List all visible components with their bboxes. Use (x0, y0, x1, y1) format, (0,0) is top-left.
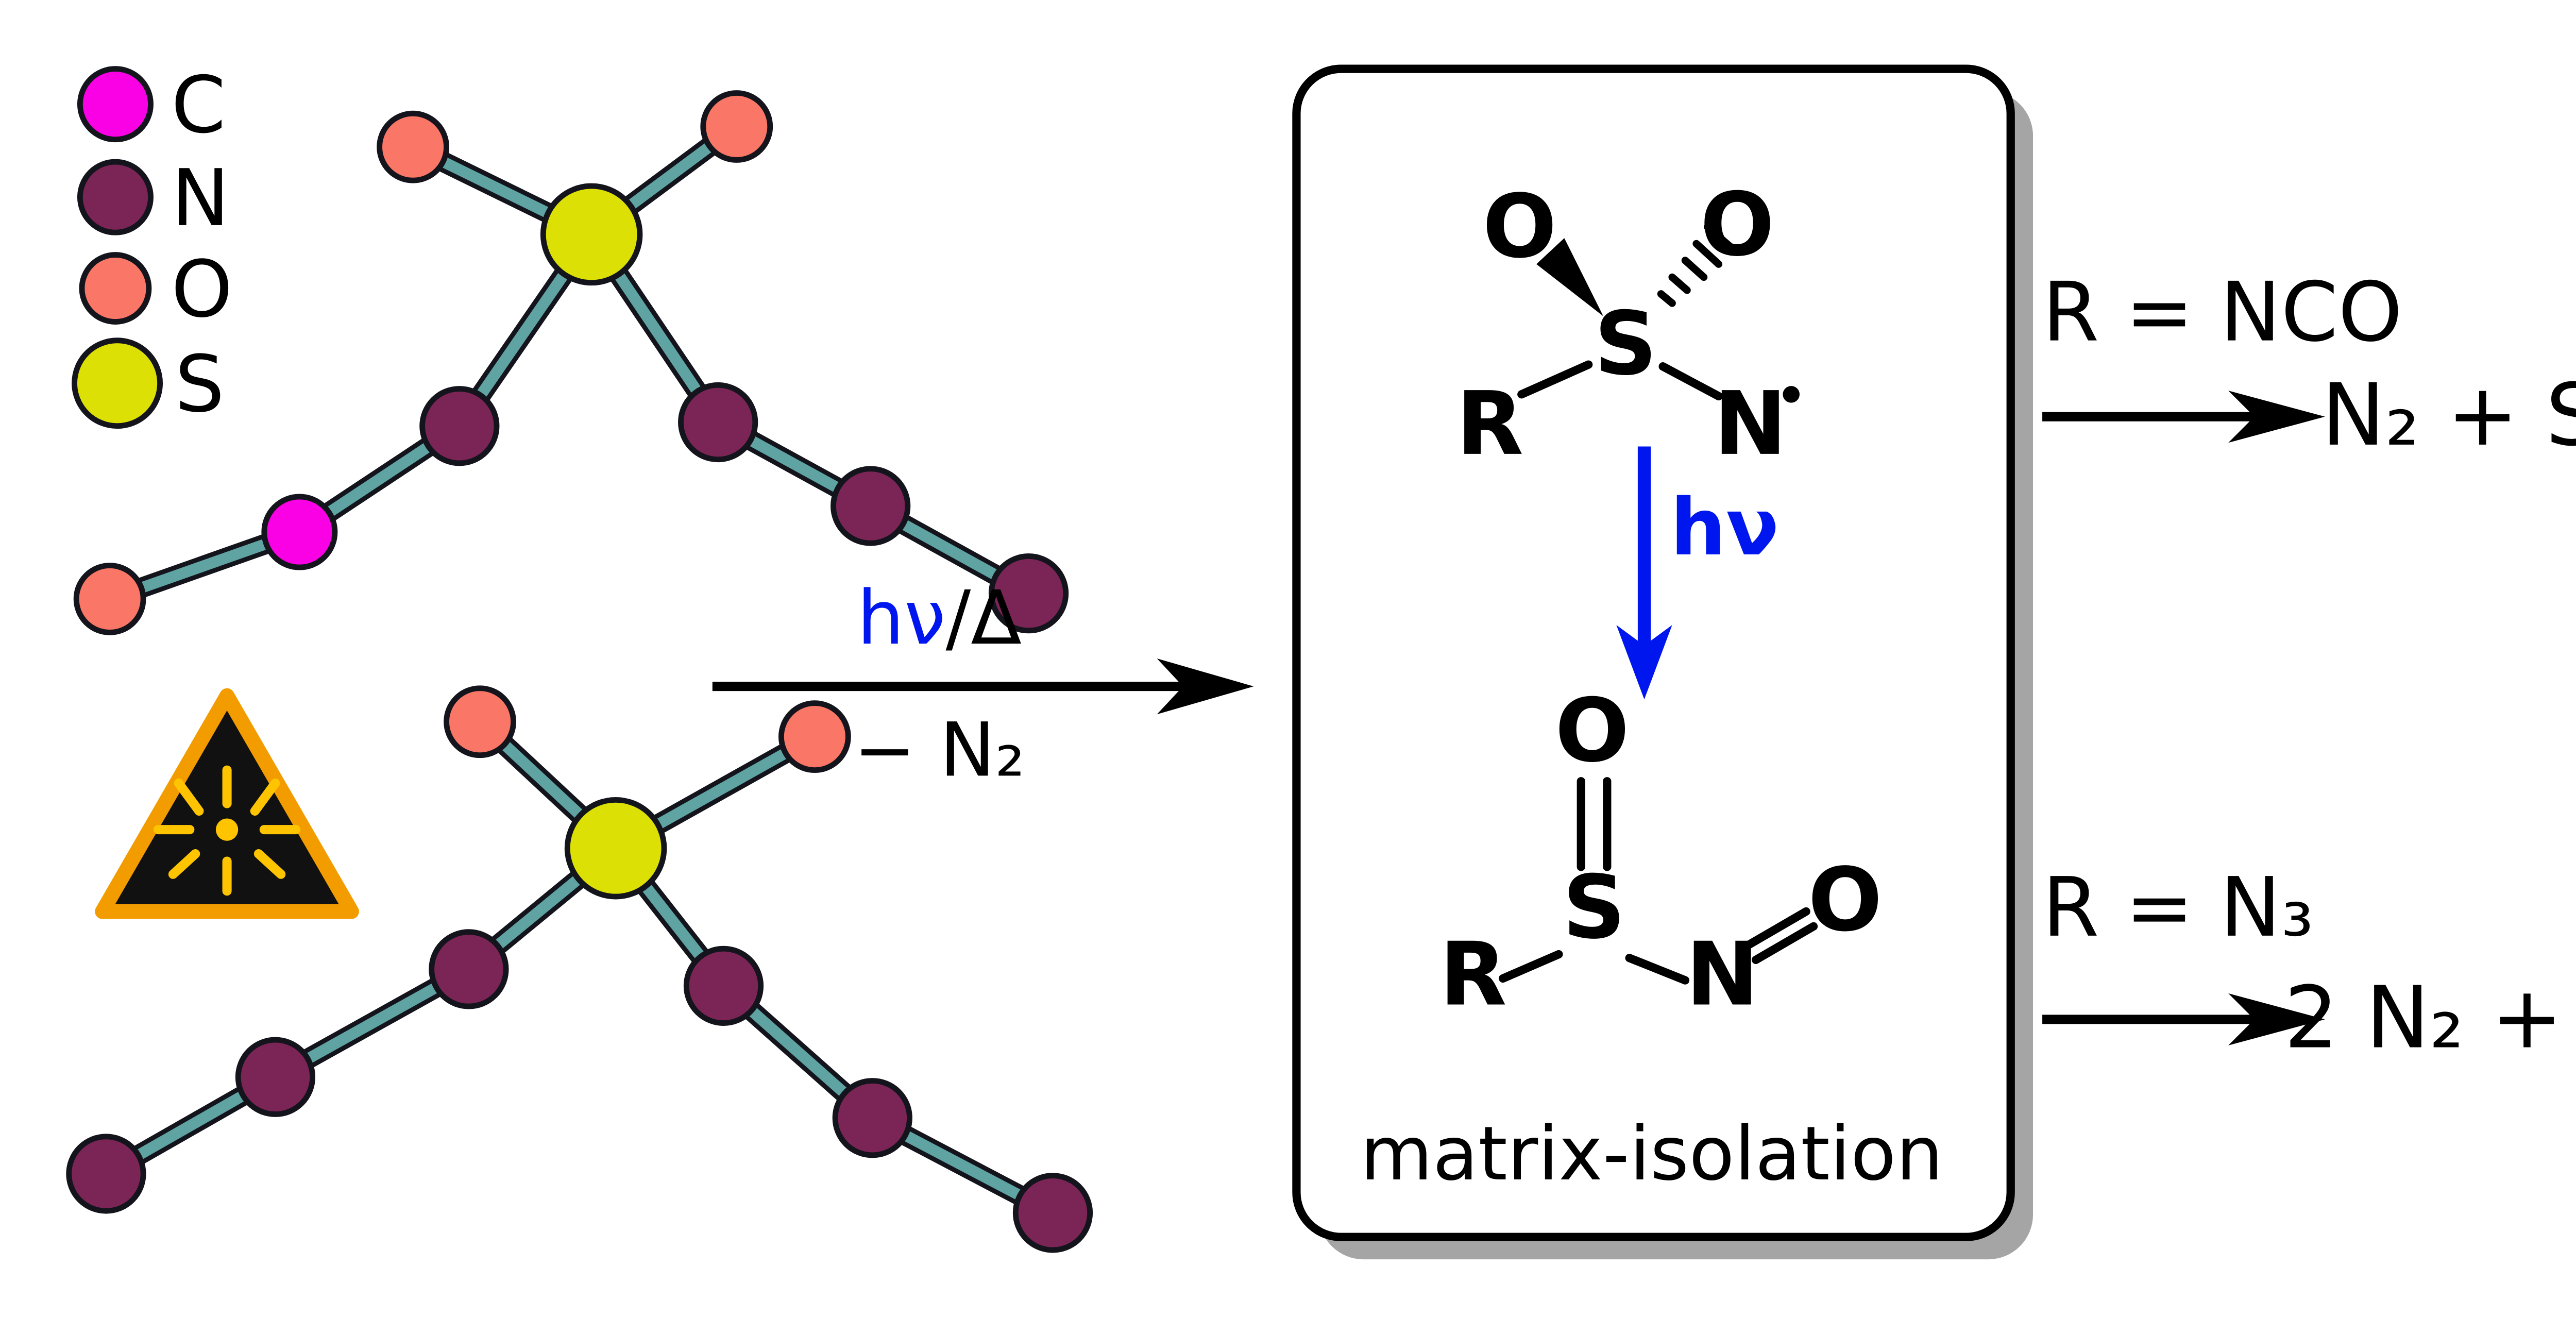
legend-label-sulfur: S (175, 339, 224, 430)
atom-nitrogen (429, 929, 509, 1009)
hazard-explosion-rays (153, 765, 301, 896)
legend-swatch-oxygen (79, 252, 152, 325)
reaction-arrowhead-icon (1157, 659, 1254, 715)
pathway-1-products-label: N₂ + SO₂ + CO (2321, 366, 2576, 465)
s-n-bond (1658, 362, 1723, 401)
atom-carbon (261, 494, 338, 570)
pathway-2-arrowhead-icon (2228, 993, 2325, 1045)
photolysis-label: hν (1670, 482, 1779, 573)
atom-nitrogen (831, 466, 911, 546)
atom-oxygen (444, 685, 516, 758)
nitrene-sulfur-label: S (1594, 294, 1657, 395)
legend-swatch-sulfur (72, 337, 163, 429)
legend: C N O S (72, 59, 233, 430)
nitrene-nitrogen-label: N (1714, 374, 1787, 475)
atom-oxygen (377, 110, 449, 183)
radical-electron-dot (1783, 386, 1800, 403)
product-nitrogen-label: N (1686, 924, 1759, 1025)
atom-nitrogen (66, 1134, 146, 1214)
atom-nitrogen (678, 382, 758, 463)
pathway-2-condition-label: R = N₃ (2042, 860, 2314, 955)
thermolysis-condition: /Δ (946, 575, 1022, 662)
atom-oxygen (73, 563, 146, 635)
atom-nitrogen (683, 945, 764, 1026)
matrix-isolation-label: matrix-isolation (1360, 1111, 1943, 1197)
photolysis-arrow-group: hν (1616, 446, 1779, 700)
reaction-conditions-label: hν/Δ (857, 575, 1022, 662)
reaction-arrow-group: hν/Δ − N₂ (712, 575, 1254, 793)
product-oxygen-top-label: O (1555, 681, 1629, 782)
matrix-isolation-box: O O S R N hν O S R (1292, 64, 2033, 1260)
hazard-explosion-center (215, 818, 239, 841)
legend-label-oxygen: O (171, 244, 232, 335)
s-n-bond (1625, 954, 1690, 985)
atom-nitrogen (832, 1078, 912, 1158)
product-sulfur-label: S (1563, 857, 1625, 959)
atom-nitrogen (419, 386, 500, 466)
legend-swatch-carbon (77, 66, 154, 143)
r-s-bond (1499, 950, 1563, 983)
atom-nitrogen (1012, 1173, 1093, 1253)
atom-sulfur (540, 183, 643, 286)
atom-oxygen (778, 700, 851, 773)
nitrene-structure: O O S R N (1456, 175, 1800, 475)
pathway-1-condition-label: R = NCO (2042, 265, 2402, 360)
molecule-top-bonds (104, 121, 1035, 605)
photolysis-arrowhead-icon (1616, 625, 1672, 700)
legend-label-nitrogen: N (171, 153, 229, 244)
atom-oxygen (700, 90, 773, 163)
product-r-group-label: R (1439, 924, 1507, 1025)
pathway-1-arrowhead-icon (2228, 391, 2325, 443)
atom-nitrogen (235, 1037, 316, 1117)
legend-swatch-nitrogen (77, 159, 154, 235)
n-o-double-bond-1 (1744, 907, 1810, 950)
atom-nitrogen (988, 553, 1069, 634)
legend-label-carbon: C (171, 59, 226, 150)
explosive-hazard-icon (95, 688, 359, 919)
molecule-top (73, 90, 1069, 635)
r-s-bond (1517, 360, 1593, 399)
photoproduct-structure: O S R N O (1439, 681, 1882, 1026)
molecule-bottom (66, 685, 1093, 1253)
atom-sulfur (564, 797, 667, 900)
pathway-azide: R = N₃ 2 N₂ + SO₂ (2042, 860, 2576, 1068)
nitrene-r-group-label: R (1456, 374, 1524, 475)
pathway-2-products-label: 2 N₂ + SO₂ (2284, 969, 2576, 1068)
wedge-bond (1536, 238, 1604, 316)
byproduct-label: − N₂ (854, 707, 1025, 793)
hashed-wedge-bond (1657, 223, 1739, 307)
pathway-nco: R = NCO N₂ + SO₂ + CO (2042, 265, 2576, 465)
n-o-double-bond-2 (1752, 922, 1818, 964)
molecule-bottom-bonds (100, 716, 1059, 1219)
product-oxygen-right-label: O (1808, 850, 1882, 951)
photolysis-condition: hν (857, 575, 945, 662)
